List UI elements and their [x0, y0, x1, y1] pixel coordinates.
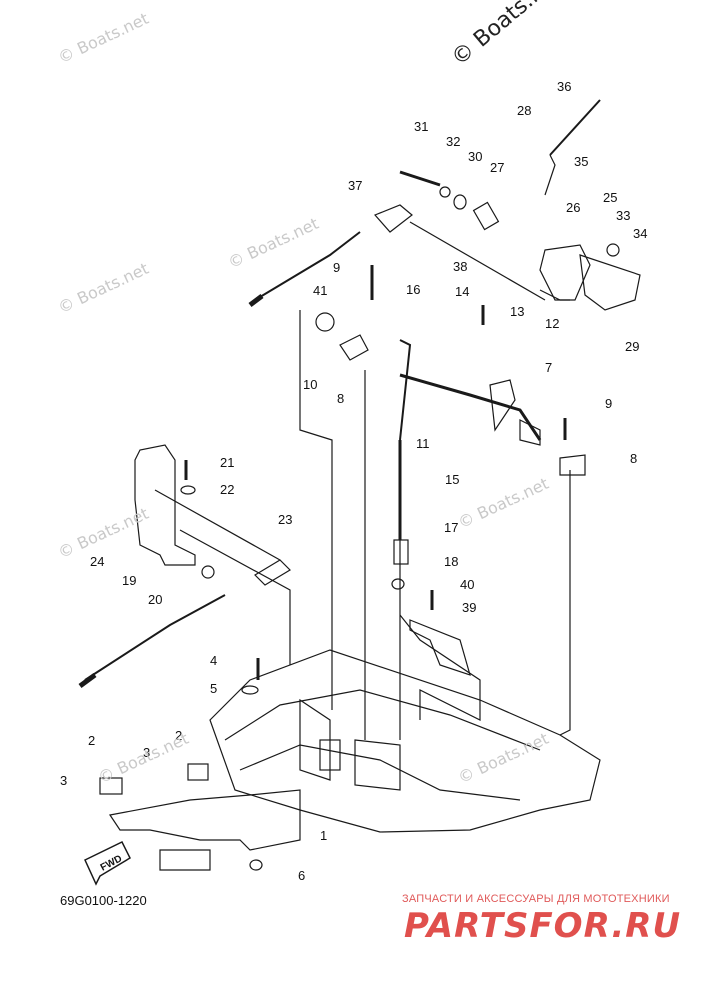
svg-text:PARTSFOR.RU: PARTSFOR.RU — [404, 907, 681, 943]
fwd-arrow — [84, 841, 131, 886]
callout-c9a: 9 — [333, 260, 340, 275]
callout-c13: 13 — [510, 304, 524, 319]
callout-c3a: 3 — [60, 773, 67, 788]
callout-c12: 12 — [545, 316, 559, 331]
callout-c2b: 2 — [175, 728, 182, 743]
shift-lever-shaft — [399, 373, 542, 441]
brand-tagline: ЗАПЧАСТИ И АКСЕССУАРЫ ДЛЯ МОТОТЕХНИКИ — [402, 893, 670, 905]
callout-c8b: 8 — [630, 451, 637, 466]
callout-c23: 23 — [278, 512, 292, 527]
bracket — [579, 254, 641, 311]
callout-c7: 7 — [545, 360, 552, 375]
callout-c2a: 2 — [88, 733, 95, 748]
callout-c24: 24 — [90, 554, 104, 569]
diagram-code: 69G0100-1220 — [60, 893, 147, 908]
callout-c8a: 8 — [337, 391, 344, 406]
callout-c17: 17 — [444, 520, 458, 535]
throttle-cable — [254, 231, 361, 301]
callout-c10: 10 — [303, 377, 317, 392]
callout-c15: 15 — [445, 472, 459, 487]
callout-c26: 26 — [566, 200, 580, 215]
callout-c29: 29 — [625, 339, 639, 354]
callout-c19: 19 — [122, 573, 136, 588]
callout-c6: 6 — [298, 868, 305, 883]
callout-c20: 20 — [148, 592, 162, 607]
callout-c33: 33 — [616, 208, 630, 223]
callout-c35: 35 — [574, 154, 588, 169]
callout-c34: 34 — [633, 226, 647, 241]
callout-c1: 1 — [320, 828, 327, 843]
callout-c3b: 3 — [143, 745, 150, 760]
callout-c31: 31 — [414, 119, 428, 134]
callout-c30: 30 — [468, 149, 482, 164]
callout-c28: 28 — [517, 103, 531, 118]
callout-c9b: 9 — [605, 396, 612, 411]
callout-c18: 18 — [444, 554, 458, 569]
throttle-arm — [539, 244, 591, 301]
callout-c11: 11 — [416, 436, 430, 451]
callout-c27: 27 — [490, 160, 504, 175]
callout-c14: 14 — [455, 284, 469, 299]
callout-c25: 25 — [603, 190, 617, 205]
shift-cable — [84, 594, 226, 681]
callout-c40: 40 — [460, 577, 474, 592]
brand-logo: PARTSFOR.RU — [404, 907, 681, 943]
diagram-linework — [78, 99, 641, 886]
callout-c39: 39 — [462, 600, 476, 615]
callout-c36: 36 — [557, 79, 571, 94]
callout-c21: 21 — [220, 455, 234, 470]
shift-lever — [134, 444, 196, 566]
callout-c5: 5 — [210, 681, 217, 696]
callout-c4: 4 — [210, 653, 217, 668]
callout-c37: 37 — [348, 178, 362, 193]
callout-c16: 16 — [406, 282, 420, 297]
callout-c32: 32 — [446, 134, 460, 149]
callout-c22: 22 — [220, 482, 234, 497]
callout-c41: 41 — [313, 283, 327, 298]
callout-c38: 38 — [453, 259, 467, 274]
